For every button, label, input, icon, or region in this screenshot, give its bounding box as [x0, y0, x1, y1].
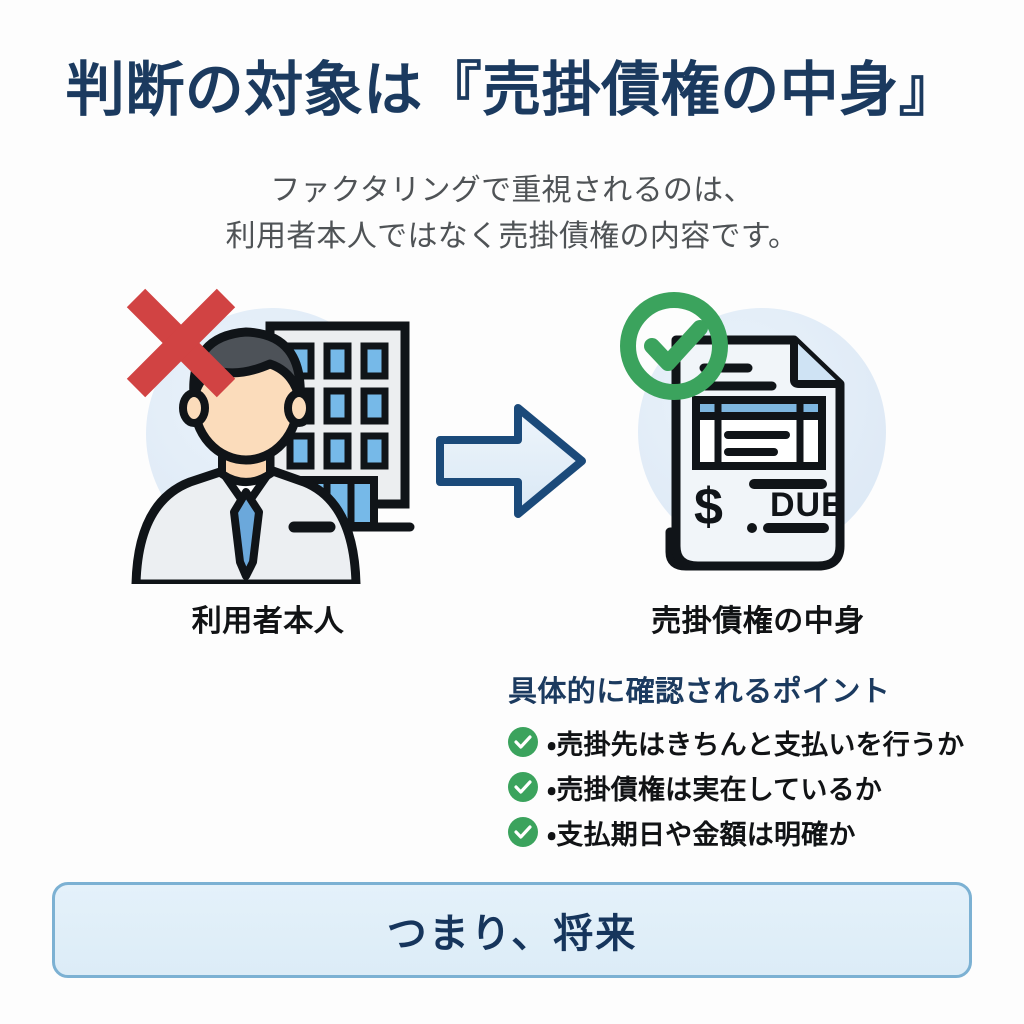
right-illustration: $ DUE — [608, 284, 908, 584]
left-caption: 利用者本人 — [191, 605, 345, 638]
subtitle-container: ファクタリングで重視されるのは、 利用者本人ではなく売掛債権の内容です。 — [0, 168, 1024, 259]
point-item: ・支払期日や金額は明確か — [508, 814, 1008, 850]
comparison-illustration-band: $ DUE — [0, 284, 1024, 584]
conclusion-banner-text: つまり、将来 — [386, 912, 638, 956]
transition-arrow — [432, 398, 592, 524]
conclusion-banner: つまり、将来 — [52, 882, 972, 978]
check-circle-icon — [508, 727, 538, 757]
left-illustration — [118, 284, 418, 584]
invoice-currency-symbol: $ — [694, 478, 723, 536]
point-item: ・売掛債権は実在しているか — [508, 769, 1008, 805]
businessman-building-icon — [131, 321, 415, 584]
right-arrow-icon — [436, 404, 586, 518]
green-check-mark-icon — [620, 292, 728, 400]
points-section: 具体的に確認されるポイント ・売掛先はきちんと支払いを行うか ・売掛債権は実在し… — [508, 668, 1008, 859]
subtitle-line-1: ファクタリングで重視されるのは、 — [270, 174, 754, 207]
red-x-mark-icon — [126, 288, 236, 398]
points-heading: 具体的に確認されるポイント — [508, 676, 891, 708]
point-item-label: ・売掛先はきちんと支払いを行うか — [547, 729, 965, 760]
right-caption: 売掛債権の中身 — [651, 605, 865, 638]
point-item-label: ・売掛債権は実在しているか — [547, 774, 882, 805]
point-item: ・売掛先はきちんと支払いを行うか — [508, 724, 1008, 760]
invoice-due-label: DUE — [770, 486, 845, 524]
check-circle-icon — [508, 817, 538, 847]
page-title-container: 判断の対象は『売掛債権の中身』 — [0, 58, 1024, 123]
subtitle-line-2: 利用者本人ではなく売掛債権の内容です。 — [225, 219, 799, 253]
page-title: 判断の対象は『売掛債権の中身』 — [65, 57, 959, 123]
check-circle-icon — [508, 772, 538, 802]
point-item-label: ・支払期日や金額は明確か — [547, 819, 856, 850]
invoice-document-icon: $ DUE — [665, 335, 845, 571]
